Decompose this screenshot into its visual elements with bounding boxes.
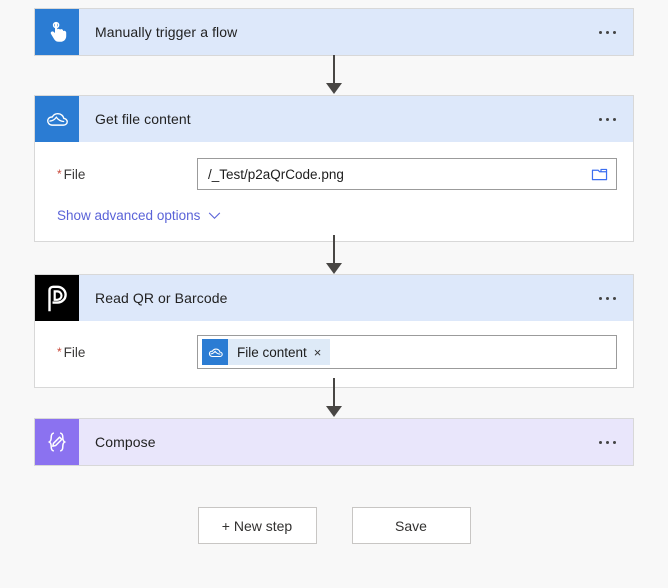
more-commands-button[interactable] (581, 96, 633, 142)
dot (612, 296, 616, 300)
dot (605, 296, 609, 300)
card-title: Manually trigger a flow (95, 24, 238, 40)
card-header[interactable]: Read QR or Barcode (35, 275, 633, 321)
token-label: File content (237, 344, 307, 360)
flow-step-card-compose[interactable]: Compose (34, 418, 634, 466)
card-body: *File /_Test/p2aQrCode.png Show advanced… (35, 142, 633, 241)
file-path-input[interactable]: /_Test/p2aQrCode.png (197, 158, 617, 190)
connector-arrow (326, 378, 342, 418)
file-field-label: *File (49, 345, 197, 360)
card-header[interactable]: Get file content (35, 96, 633, 142)
show-advanced-options-label: Show advanced options (57, 208, 201, 223)
flow-step-card-trigger[interactable]: Manually trigger a flow (34, 8, 634, 56)
close-icon[interactable]: × (313, 344, 322, 360)
card-header[interactable]: Manually trigger a flow (35, 9, 633, 55)
chevron-down-icon (208, 208, 221, 223)
plumsail-p-icon (35, 275, 79, 321)
flow-step-card-get-file-content[interactable]: Get file content *File /_Test/p2aQrCode.… (34, 95, 634, 242)
folder-icon[interactable] (586, 161, 612, 187)
onedrive-cloud-icon (35, 96, 79, 142)
dot (598, 30, 602, 34)
dot (605, 117, 609, 121)
file-field-row: *File /_Test/p2aQrCode.png (49, 158, 617, 190)
dynamic-content-token[interactable]: File content × (202, 339, 331, 365)
file-path-value: /_Test/p2aQrCode.png (208, 166, 344, 182)
dot (605, 30, 609, 34)
save-button[interactable]: Save (351, 507, 471, 544)
more-commands-button[interactable] (581, 9, 633, 55)
field-label-text: File (63, 344, 86, 360)
dot (605, 440, 609, 444)
flow-step-card-read-qr-or-barcode[interactable]: Read QR or Barcode *File (34, 274, 634, 388)
file-field-label: *File (49, 167, 197, 182)
more-commands-button[interactable] (581, 275, 633, 321)
hand-tap-icon (35, 9, 79, 55)
dot (612, 440, 616, 444)
card-title: Get file content (95, 111, 191, 127)
card-header[interactable]: Compose (35, 419, 633, 465)
file-token-input[interactable]: File content × (197, 335, 617, 369)
dot (598, 440, 602, 444)
show-advanced-options-link[interactable]: Show advanced options (49, 208, 221, 223)
dot (612, 30, 616, 34)
onedrive-cloud-icon (202, 339, 228, 365)
dot (612, 117, 616, 121)
connector-arrow (326, 235, 342, 275)
dot (598, 117, 602, 121)
field-label-text: File (63, 166, 86, 182)
card-body: *File File content × (35, 321, 633, 387)
file-field-row: *File File content × (49, 335, 617, 369)
required-asterisk: * (57, 166, 62, 181)
compose-braces-pencil-icon (35, 419, 79, 465)
card-title: Compose (95, 434, 156, 450)
more-commands-button[interactable] (581, 419, 633, 465)
required-asterisk: * (57, 344, 62, 359)
dot (598, 296, 602, 300)
new-step-button[interactable]: + New step (197, 507, 317, 544)
connector-arrow (326, 55, 342, 95)
card-title: Read QR or Barcode (95, 290, 228, 306)
action-button-row: + New step Save (0, 507, 668, 544)
